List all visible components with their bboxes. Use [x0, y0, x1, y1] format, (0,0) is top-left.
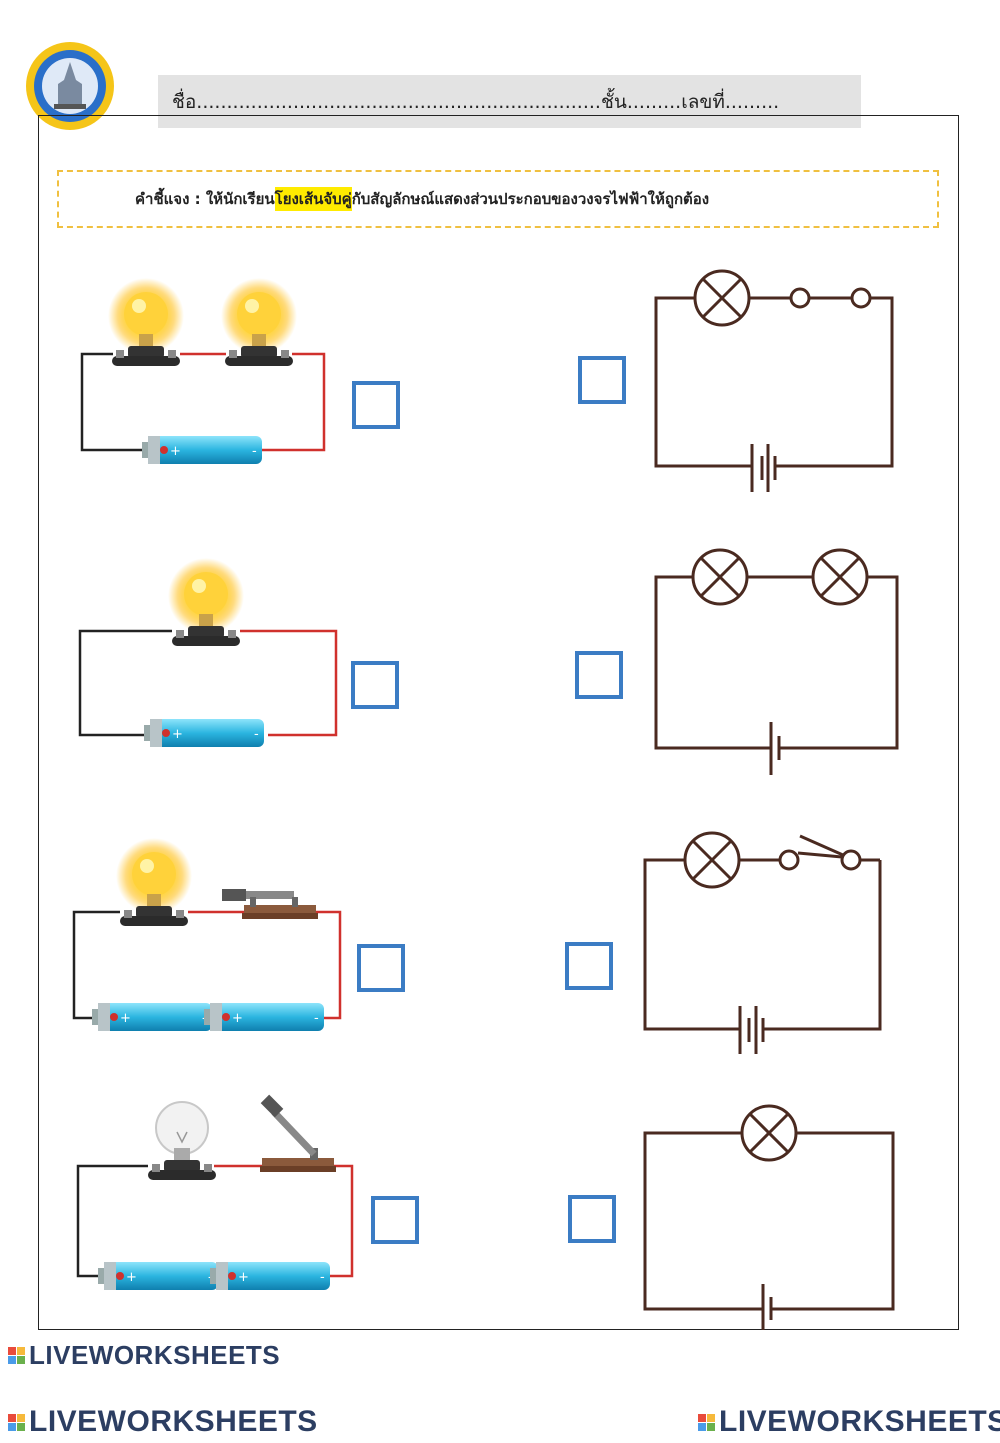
lamp-symbol-icon: [691, 548, 749, 606]
battery-icon: [210, 1262, 330, 1290]
picture-circuit-2: [78, 558, 338, 747]
battery-icon: [142, 436, 262, 464]
symbol-4-checkbox[interactable]: [568, 1195, 616, 1243]
symbol-circuit-3: [643, 849, 882, 1054]
liveworksheets-logo: LIVEWORKSHEETS: [8, 1340, 280, 1371]
switch-icon: [260, 1095, 336, 1172]
symbol-2-checkbox[interactable]: [575, 651, 623, 699]
symbol-3-checkbox[interactable]: [565, 942, 613, 990]
picture-4-checkbox[interactable]: [371, 1196, 419, 1244]
school-logo: [24, 40, 116, 132]
battery-icon: [98, 1262, 218, 1290]
instructions-box: คำชี้แจง : ให้นักเรียนโยงเส้นจับคู่กับสั…: [57, 170, 939, 228]
lamp-symbol-icon: [811, 548, 869, 606]
bulb-icon: [108, 278, 184, 366]
lamp-symbol-icon: [683, 831, 741, 889]
battery-icon: [92, 1003, 212, 1031]
picture-3-checkbox[interactable]: [357, 944, 405, 992]
liveworksheets-logo: LIVEWORKSHEETS: [698, 1405, 1000, 1439]
worksheet-frame: [38, 115, 959, 1330]
symbol-circuit-2: [654, 575, 899, 775]
bulb-icon: [116, 838, 192, 926]
bulb-icon: [147, 1101, 217, 1181]
bulb-icon: [168, 558, 244, 646]
student-info-text: ชื่อ....................................…: [172, 90, 780, 113]
picture-circuit-3: [72, 838, 342, 1031]
symbol-1-checkbox[interactable]: [578, 356, 626, 404]
liveworksheets-text: LIVEWORKSHEETS: [719, 1405, 1000, 1438]
bulb-icon: [221, 278, 297, 366]
student-info-bar: ชื่อ....................................…: [158, 75, 861, 128]
switch-icon: [222, 889, 318, 919]
symbol-circuit-4: [643, 1131, 895, 1330]
symbol-circuit-1: [654, 287, 894, 492]
instructions-prefix: คำชี้แจง : ให้นักเรียน: [135, 190, 275, 208]
liveworksheets-mark-icon: [8, 1413, 25, 1431]
picture-2-checkbox[interactable]: [351, 661, 399, 709]
open-switch-lever: [799, 834, 844, 857]
battery-icon: [144, 719, 264, 747]
battery-icon: [204, 1003, 324, 1031]
lamp-symbol-icon: [693, 269, 751, 327]
liveworksheets-mark-icon: [8, 1347, 25, 1364]
liveworksheets-mark-icon: [698, 1413, 715, 1431]
liveworksheets-text: LIVEWORKSHEETS: [29, 1340, 281, 1370]
picture-circuit-4: [76, 1095, 354, 1290]
lamp-symbol-icon: [740, 1104, 798, 1162]
picture-circuit-1: [80, 278, 326, 464]
instructions-highlight: โยงเส้นจับคู่: [274, 187, 352, 211]
instructions-suffix: กับสัญลักษณ์แสดงส่วนประกอบของวงจรไฟฟ้าให…: [351, 190, 710, 208]
liveworksheets-logo: LIVEWORKSHEETS: [8, 1405, 318, 1439]
picture-1-checkbox[interactable]: [352, 381, 400, 429]
liveworksheets-text: LIVEWORKSHEETS: [29, 1405, 318, 1438]
